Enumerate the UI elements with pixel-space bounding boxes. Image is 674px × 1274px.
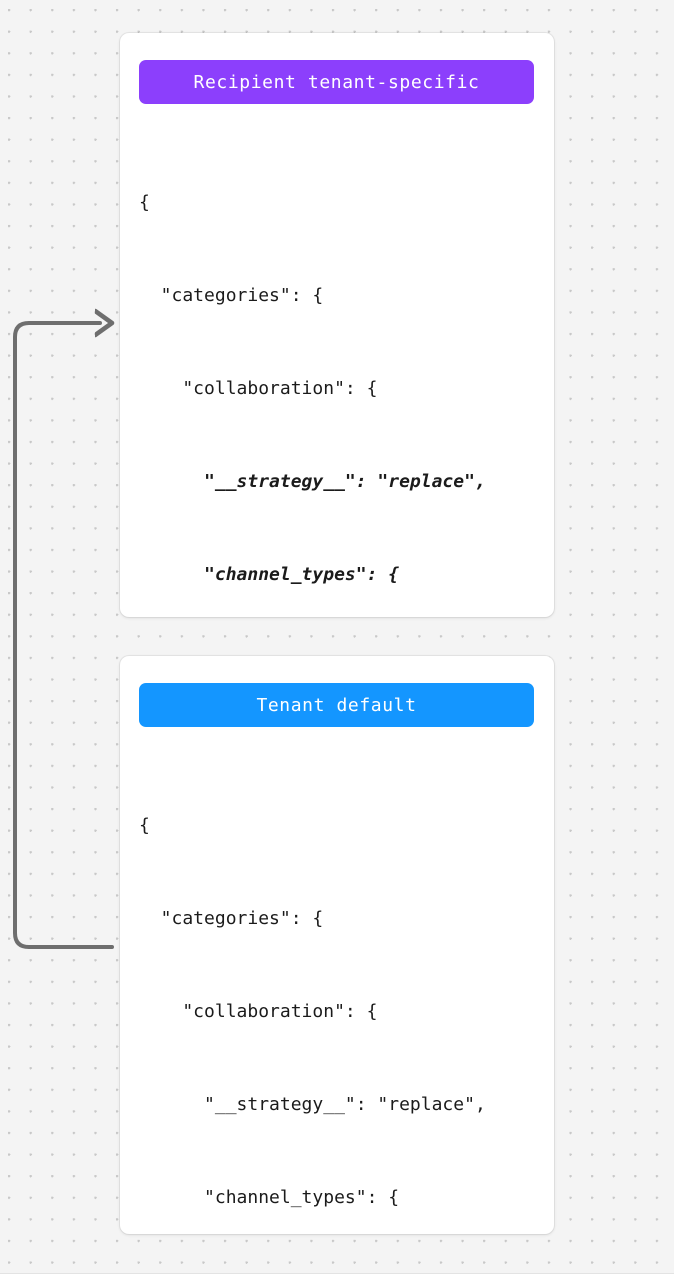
code-line: "collaboration": { — [139, 378, 378, 399]
code-line: "__strategy__": "replace", — [139, 471, 486, 492]
code-line: "channel_types": { — [139, 564, 400, 585]
card-tenant-default: Tenant default { "categories": { "collab… — [120, 656, 554, 1234]
code-line: "categories": { — [139, 908, 324, 929]
code-line: "channel_types": { — [139, 1187, 400, 1208]
code-line: { — [139, 815, 150, 836]
code-block-tenant-default: { "categories": { "collaboration": { "__… — [139, 748, 540, 1274]
code-line: "collaboration": { — [139, 1001, 378, 1022]
code-line: { — [139, 192, 150, 213]
inheritance-arrow-path — [13, 323, 112, 949]
card-badge-recipient-tenant-specific: Recipient tenant-specific — [139, 60, 534, 104]
card-badge-tenant-default: Tenant default — [139, 683, 534, 727]
card-recipient-tenant-specific: Recipient tenant-specific { "categories"… — [120, 33, 554, 1236]
code-line: "categories": { — [139, 285, 324, 306]
code-line: "__strategy__": "replace", — [139, 1094, 486, 1115]
